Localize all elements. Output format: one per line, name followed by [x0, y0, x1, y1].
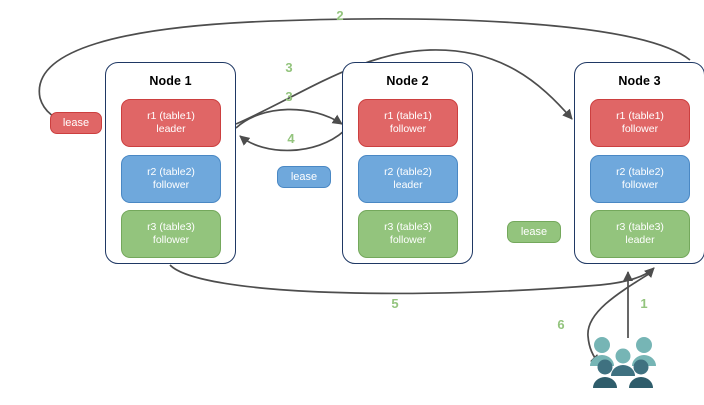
replica-role: follower — [389, 234, 427, 246]
node-container-node1[interactable]: Node 1 r1 (table1) leader r2 (table2) fo… — [105, 62, 236, 264]
lease-label: lease — [62, 117, 90, 129]
step-label-5: 5 — [391, 296, 399, 311]
step-label-1: 1 — [640, 296, 648, 311]
replica-name: r3 (table3) — [616, 221, 664, 233]
replica-node3-r3[interactable]: r3 (table3) leader — [590, 210, 690, 258]
replica-name: r3 (table3) — [147, 221, 195, 233]
replica-node2-r1[interactable]: r1 (table1) follower — [358, 99, 458, 147]
replica-role: leader — [625, 234, 655, 246]
step-label-6: 6 — [557, 317, 565, 332]
replica-name: r2 (table2) — [384, 166, 432, 178]
replica-role: follower — [621, 123, 659, 135]
replica-node1-r3[interactable]: r3 (table3) follower — [121, 210, 221, 258]
replica-role: follower — [152, 234, 190, 246]
replica-node2-r3[interactable]: r3 (table3) follower — [358, 210, 458, 258]
replica-role: follower — [621, 179, 659, 191]
replica-name: r2 (table2) — [147, 166, 195, 178]
users-icon — [590, 337, 656, 388]
node-container-node2[interactable]: Node 2 r1 (table1) follower r2 (table2) … — [342, 62, 473, 264]
replica-role: follower — [152, 179, 190, 191]
replica-name: r1 (table1) — [147, 110, 195, 122]
replica-role: leader — [156, 123, 186, 135]
replica-node1-r2[interactable]: r2 (table2) follower — [121, 155, 221, 203]
replica-node3-r2[interactable]: r2 (table2) follower — [590, 155, 690, 203]
lease-label: lease — [290, 171, 318, 183]
replica-name: r1 (table1) — [384, 110, 432, 122]
step-label-4: 4 — [287, 131, 295, 146]
lease-label: lease — [520, 226, 548, 238]
step-label-3b: 3 — [285, 89, 293, 104]
node-container-node3[interactable]: Node 3 r1 (table1) follower r2 (table2) … — [574, 62, 704, 264]
replica-name: r3 (table3) — [384, 221, 432, 233]
lease-badge-r2[interactable]: lease — [277, 166, 331, 188]
node-title: Node 3 — [618, 74, 661, 88]
replica-node3-r1[interactable]: r1 (table1) follower — [590, 99, 690, 147]
replica-name: r2 (table2) — [616, 166, 664, 178]
step-label-2: 2 — [336, 8, 344, 23]
arrow-step-5 — [169, 264, 655, 295]
replica-name: r1 (table1) — [616, 110, 664, 122]
replica-node1-r1[interactable]: r1 (table1) leader — [121, 99, 221, 147]
node-title: Node 2 — [386, 74, 429, 88]
replica-node2-r2[interactable]: r2 (table2) leader — [358, 155, 458, 203]
replica-role: leader — [393, 179, 423, 191]
replica-role: follower — [389, 123, 427, 135]
node-title: Node 1 — [149, 74, 192, 88]
step-label-3a: 3 — [285, 60, 293, 75]
lease-badge-r3[interactable]: lease — [507, 221, 561, 243]
lease-badge-r1[interactable]: lease — [50, 112, 102, 134]
arrow-step-3-to-node2 — [235, 108, 343, 129]
